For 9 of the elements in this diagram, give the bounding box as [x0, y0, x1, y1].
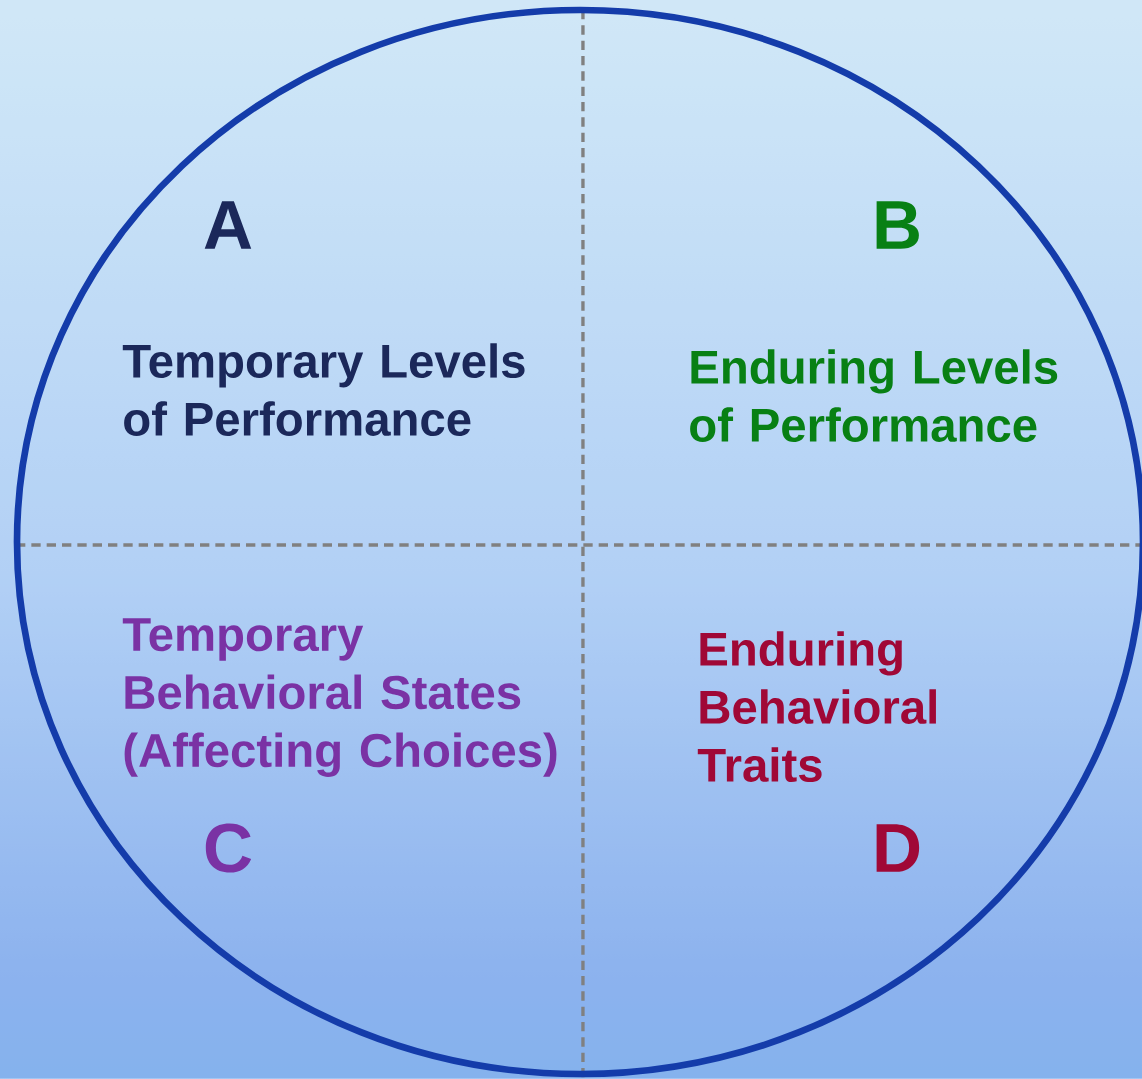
- quadrant-text: Temporary Levels of Performance: [122, 343, 525, 437]
- circle-outline: [13, 6, 1142, 1078]
- quadrant-letter: A: [204, 201, 252, 249]
- quadrant-letter: C: [205, 823, 252, 873]
- quadrant-letter: B: [876, 201, 919, 249]
- quadrant-text: Enduring Behavioral Traits: [697, 631, 936, 783]
- quadrant-letter: D: [876, 824, 920, 872]
- quadrant-text: Enduring Levels of Performance: [690, 349, 1058, 443]
- quadrant-text: Temporary Behavioral States (Affecting Choices): [122, 618, 557, 777]
